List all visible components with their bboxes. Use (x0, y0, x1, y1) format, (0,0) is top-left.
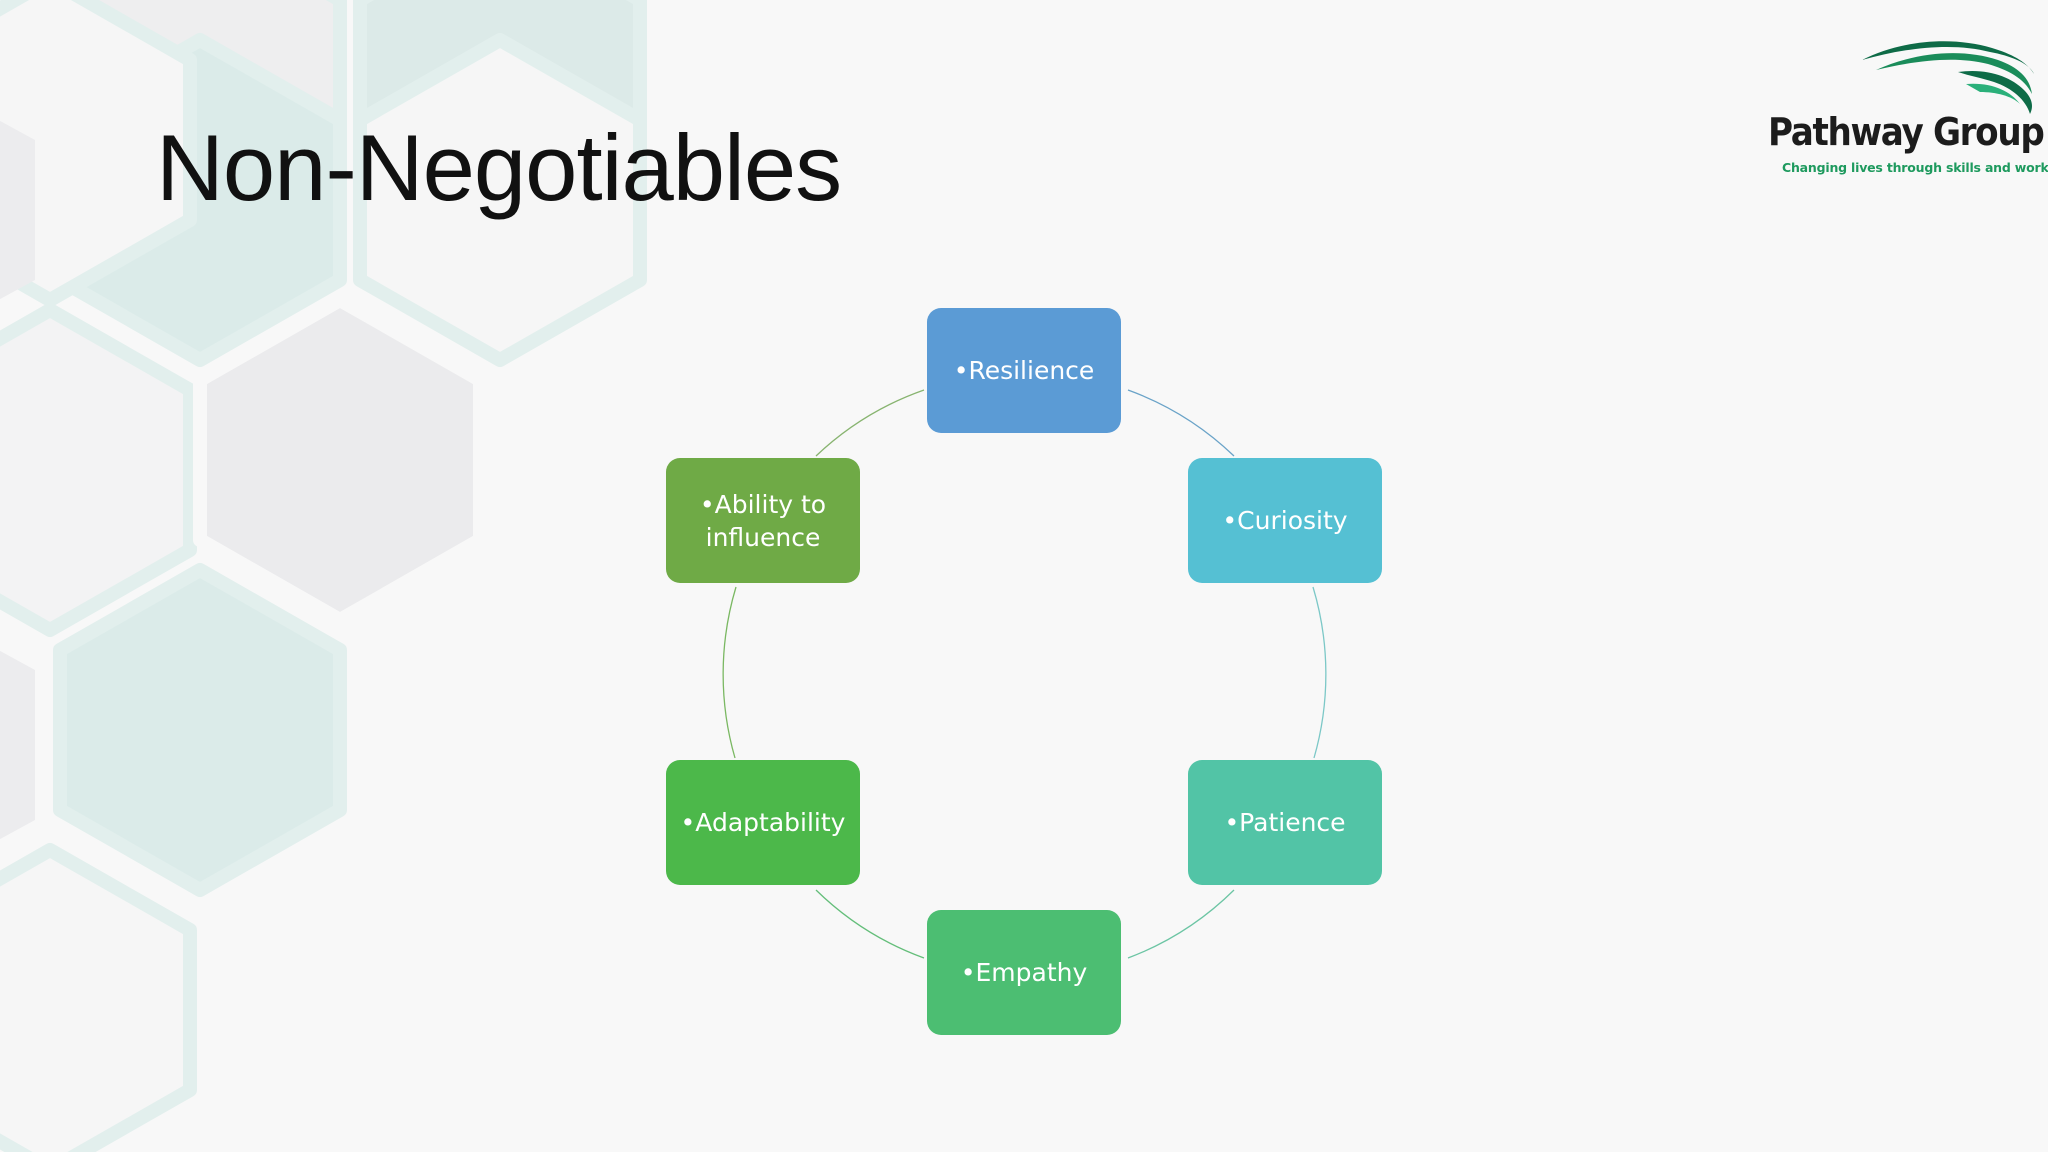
connector-arc (1312, 586, 1327, 759)
connector-arc (815, 889, 925, 959)
hexagon-shape (0, 843, 197, 1152)
wave-stripe (1966, 83, 2020, 104)
connector-arc (1127, 389, 1235, 457)
connector-arc (1127, 889, 1235, 959)
connector-arc (722, 586, 737, 759)
cycle-node-resilience: •Resilience (927, 308, 1121, 433)
pathway-group-logo: Pathway Group Changing lives through ski… (1762, 34, 2048, 184)
cycle-node-adaptability: •Adaptability (666, 760, 860, 885)
wave-stripe (1862, 41, 2034, 74)
cycle-node-patience: •Patience (1188, 760, 1382, 885)
hexagon-shape (0, 303, 197, 637)
hexagon-shape (0, 120, 35, 300)
hexagon-shape (53, 563, 347, 897)
connector-arc (815, 389, 925, 457)
slide-title: Non-Negotiables (156, 115, 842, 220)
cycle-node-curiosity: •Curiosity (1188, 458, 1382, 583)
hexagon-shape (193, 293, 487, 627)
logo-name: Pathway Group (1768, 110, 2045, 154)
hexagon-shape (353, 33, 647, 367)
cycle-node-ability-to-influence: •Ability to influence (666, 458, 860, 583)
cycle-node-empathy: •Empathy (927, 910, 1121, 1035)
hexagon-shape (0, 0, 197, 307)
logo-tagline: Changing lives through skills and work (1782, 160, 2048, 175)
wave-stripe (1958, 70, 2032, 114)
wave-logo-icon (1862, 41, 2034, 114)
wave-stripe (1876, 53, 2032, 94)
hexagon-shape (0, 650, 35, 840)
